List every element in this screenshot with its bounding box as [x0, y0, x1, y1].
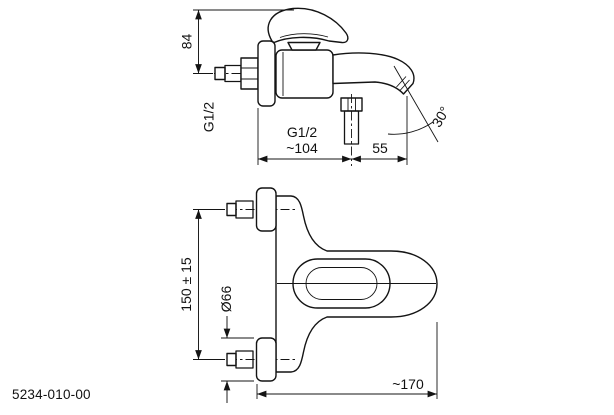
lever-handle-side — [267, 7, 349, 44]
side-view: 84 G1/2 G1/2 ~104 55 30° — [179, 7, 453, 166]
wall-thread-label: G1/2 — [201, 102, 217, 133]
outlet-thread-label: G1/2 — [287, 124, 318, 140]
side-view-fixture — [214, 7, 415, 166]
side-view-dimensions: 84 G1/2 G1/2 ~104 55 30° — [179, 9, 453, 165]
front-view: 150 ± 15 Ø66 ~170 — [178, 187, 438, 403]
angle-leader — [393, 65, 439, 143]
front-view-dimensions: 150 ± 15 Ø66 ~170 — [178, 209, 438, 403]
part-number: 5234-010-00 — [12, 387, 91, 402]
cartridge-cap — [287, 41, 321, 51]
total-width-label: ~170 — [392, 376, 424, 392]
mount-spacing-label: 150 ± 15 — [178, 257, 194, 312]
hex-nut — [240, 57, 259, 90]
top-escutcheon — [255, 187, 277, 232]
bottom-mount-thread — [235, 350, 254, 369]
union-end — [214, 66, 226, 81]
dim-spout-label: 55 — [372, 140, 388, 156]
angle-arc — [387, 121, 434, 135]
front-view-fixture — [226, 187, 438, 382]
spout-outline — [332, 52, 415, 95]
bottom-union-end — [226, 352, 237, 367]
top-mount-thread — [235, 200, 254, 219]
top-union-end — [226, 202, 237, 217]
dim-depth-label: ~104 — [286, 140, 318, 156]
dim-height-label: 84 — [179, 34, 195, 50]
escutcheon-side — [257, 40, 276, 107]
bottom-escutcheon — [255, 337, 277, 382]
spout-angle-label: 30° — [428, 104, 452, 130]
outlet-thread — [343, 110, 360, 145]
escutcheon-diameter-label: Ø66 — [218, 286, 234, 313]
mixer-body-side — [275, 49, 334, 99]
